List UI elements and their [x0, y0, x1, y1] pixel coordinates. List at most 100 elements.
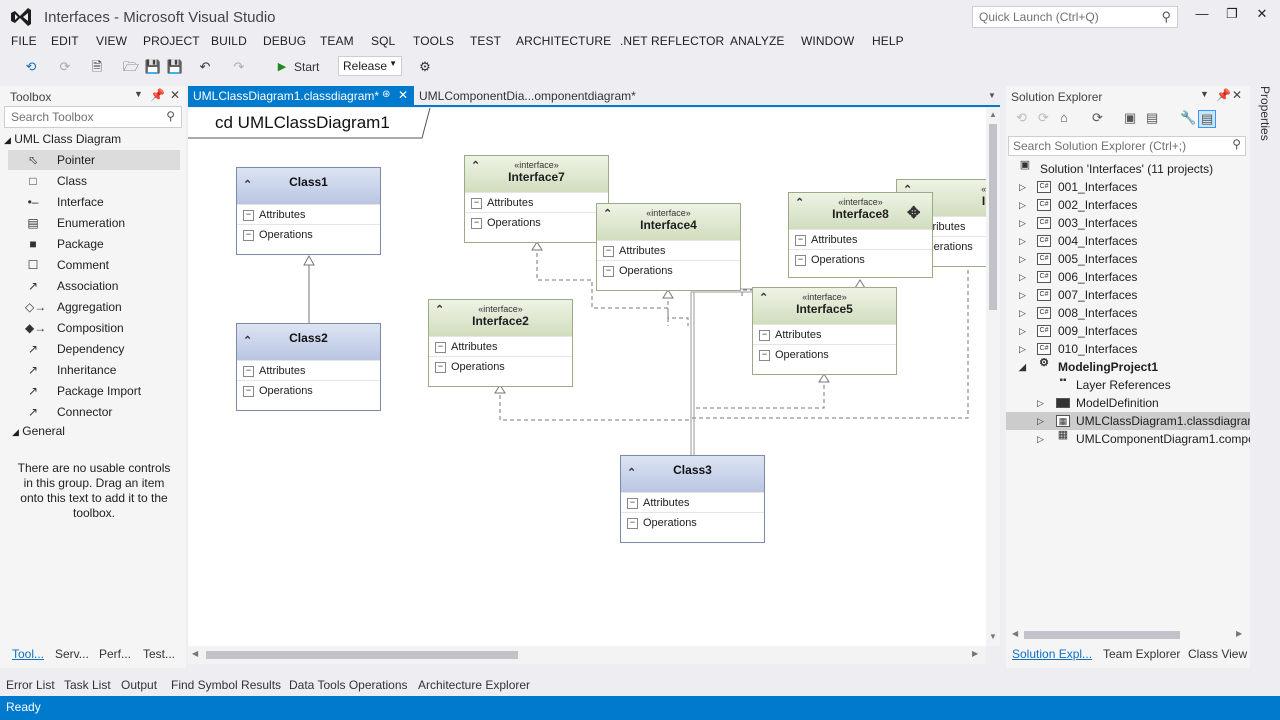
expand-icon[interactable]: ▷ — [1019, 326, 1026, 336]
tree-item-classdiagram[interactable]: ▷▦UMLClassDiagram1.classdiagram — [1006, 412, 1250, 430]
dropdown-icon[interactable]: ▼ — [1200, 89, 1209, 99]
menu-net-reflector[interactable]: .NET REFLECTOR — [620, 34, 725, 48]
expand-icon[interactable]: ▷ — [1037, 416, 1044, 426]
menu-sql[interactable]: SQL — [371, 34, 396, 48]
toolbox-item-composition[interactable]: ◆→Composition — [8, 318, 180, 338]
toolbox-item-package-import[interactable]: ↗Package Import — [8, 381, 180, 401]
solution-explorer-search-input[interactable]: Search Solution Explorer (Ctrl+;)⚲ — [1008, 136, 1246, 156]
menu-team[interactable]: TEAM — [320, 34, 354, 48]
forward-icon[interactable]: ⟳ — [59, 59, 71, 74]
toolbox-group-uml[interactable]: ◢ UML Class Diagram — [4, 132, 122, 146]
attributes-compartment[interactable]: Attributes — [621, 492, 764, 512]
collapse-icon[interactable]: ⌃ — [903, 184, 913, 196]
collapse-icon[interactable]: ◢ — [1019, 362, 1026, 372]
operations-compartment[interactable]: Operations — [753, 344, 896, 364]
toolbox-item-interface[interactable]: •–Interface — [8, 192, 180, 212]
tab-team-explorer[interactable]: Team Explorer — [1103, 647, 1181, 661]
menu-file[interactable]: FILE — [11, 34, 37, 48]
forward-icon[interactable]: ⟳ — [1038, 110, 1049, 125]
menu-help[interactable]: HELP — [872, 34, 904, 48]
tree-item-project[interactable]: ▷C#009_Interfaces — [1019, 324, 1138, 338]
tab-output[interactable]: Output — [121, 678, 158, 692]
interface-shape-interface4[interactable]: ⌃«interface»Interface4 Attributes Operat… — [596, 203, 741, 291]
minimize-button[interactable]: — — [1195, 6, 1209, 21]
operations-compartment[interactable]: Operations — [429, 356, 572, 376]
toolbox-item-aggregation[interactable]: ◇→Aggregation — [8, 297, 180, 317]
properties-side-tab[interactable]: Properties — [1252, 86, 1280, 668]
expand-icon[interactable]: ▷ — [1019, 218, 1026, 228]
tree-item-solution[interactable]: ▣Solution 'Interfaces' (11 projects) — [1019, 160, 1214, 176]
tree-item-layer-references[interactable]: ▪▪Layer References — [1006, 376, 1250, 394]
toolbox-item-pointer[interactable]: ⬁Pointer — [8, 150, 180, 170]
expand-icon[interactable]: ▷ — [1019, 254, 1026, 264]
scroll-down-icon[interactable]: ▼ — [989, 632, 997, 641]
expand-icon[interactable]: ▷ — [1037, 398, 1044, 408]
scroll-thumb[interactable] — [989, 124, 997, 310]
preview-icon[interactable]: ▤ — [1198, 110, 1217, 128]
collapse-icon[interactable]: ⌃ — [435, 304, 445, 316]
redo-icon[interactable]: ↷ — [233, 59, 245, 74]
attributes-compartment[interactable]: Attributes — [753, 324, 896, 344]
collapse-icon[interactable]: ⌃ — [243, 179, 253, 191]
diagram-canvas[interactable]: cd UMLClassDiagram1 ⌃Class1 Attributes O… — [188, 108, 986, 646]
close-icon[interactable]: ✕ — [1232, 88, 1243, 102]
save-icon[interactable]: 💾 — [144, 59, 162, 74]
toolbox-search-input[interactable]: Search Toolbox⚲ — [4, 106, 182, 128]
close-button[interactable]: ✕ — [1256, 6, 1268, 21]
toolbox-item-enumeration[interactable]: ▤Enumeration — [8, 213, 180, 233]
tree-item-project[interactable]: ▷C#010_Interfaces — [1019, 342, 1138, 356]
tab-performance[interactable]: Perf... — [99, 647, 132, 661]
expand-icon[interactable]: ▷ — [1019, 308, 1026, 318]
expand-icon[interactable]: ▷ — [1019, 236, 1026, 246]
tree-item-modeling-project[interactable]: ◢⚙ModelingProject1 — [1019, 358, 1159, 374]
class-shape-class2[interactable]: ⌃Class2 Attributes Operations — [236, 323, 381, 411]
diagram-vertical-scrollbar[interactable]: ▲ ▼ — [986, 108, 1000, 646]
interface-shape-interface5[interactable]: ⌃«interface»Interface5 Attributes Operat… — [752, 287, 897, 375]
tree-item-project[interactable]: ▷C#008_Interfaces — [1019, 306, 1138, 320]
tab-architecture-explorer[interactable]: Architecture Explorer — [418, 678, 531, 692]
operations-compartment[interactable]: Operations — [789, 249, 932, 269]
tab-task-list[interactable]: Task List — [64, 678, 111, 692]
pin-icon[interactable]: 📌 — [1216, 88, 1231, 102]
menu-edit[interactable]: EDIT — [51, 34, 79, 48]
tab-list-icon[interactable]: ▼ — [988, 91, 996, 100]
solution-config-select[interactable]: Release▼ — [338, 56, 402, 76]
tab-toolbox[interactable]: Tool... — [12, 647, 45, 661]
open-file-icon[interactable]: 🗁 — [122, 59, 140, 74]
close-icon[interactable]: ✕ — [170, 88, 181, 102]
attach-icon[interactable]: ⚙ — [419, 59, 431, 74]
diagram-horizontal-scrollbar[interactable]: ◀ ▶ — [188, 646, 986, 664]
tree-item-project[interactable]: ▷C#002_Interfaces — [1019, 198, 1138, 212]
close-icon[interactable]: ✕ — [398, 88, 409, 102]
collapse-icon[interactable]: ⌃ — [627, 467, 637, 479]
undo-icon[interactable]: ↶ — [199, 59, 211, 74]
pin-icon[interactable]: ⊛ — [382, 89, 391, 100]
expand-icon[interactable]: ▷ — [1019, 200, 1026, 210]
tree-item-project[interactable]: ▷C#006_Interfaces — [1019, 270, 1138, 284]
home-icon[interactable]: ⌂ — [1060, 110, 1068, 125]
start-icon[interactable]: ▶ — [277, 61, 287, 73]
toolbox-item-connector[interactable]: ↗Connector — [8, 402, 180, 422]
attributes-compartment[interactable]: Attributes — [597, 240, 740, 260]
menu-debug[interactable]: DEBUG — [263, 34, 307, 48]
scroll-right-icon[interactable]: ▶ — [972, 649, 979, 658]
scroll-left-icon[interactable]: ◀ — [192, 649, 199, 658]
tab-componentdiagram[interactable]: UMLComponentDia...omponentdiagram* — [419, 89, 636, 103]
attributes-compartment[interactable]: Attributes — [237, 204, 380, 224]
tree-item-project[interactable]: ▷C#003_Interfaces — [1019, 216, 1138, 230]
class-shape-class1[interactable]: ⌃Class1 Attributes Operations — [236, 167, 381, 255]
scroll-thumb[interactable] — [1024, 631, 1180, 639]
pin-icon[interactable]: 📌 — [150, 88, 165, 102]
tab-class-view[interactable]: Class View — [1188, 647, 1248, 661]
new-project-icon[interactable]: 🗎 — [91, 59, 103, 74]
tree-item-project[interactable]: ▷C#004_Interfaces — [1019, 234, 1138, 248]
save-all-icon[interactable]: 💾 — [166, 59, 184, 74]
tab-server-explorer[interactable]: Serv... — [55, 647, 89, 661]
menu-analyze[interactable]: ANALYZE — [730, 34, 785, 48]
scroll-thumb[interactable] — [206, 651, 518, 659]
attributes-compartment[interactable]: Attributes — [465, 192, 608, 212]
expand-icon[interactable]: ▷ — [1019, 344, 1026, 354]
tree-item-project[interactable]: ▷C#001_Interfaces — [1019, 180, 1138, 194]
back-icon[interactable]: ⟲ — [1016, 110, 1027, 125]
toolbox-item-package[interactable]: ■Package — [8, 234, 180, 254]
